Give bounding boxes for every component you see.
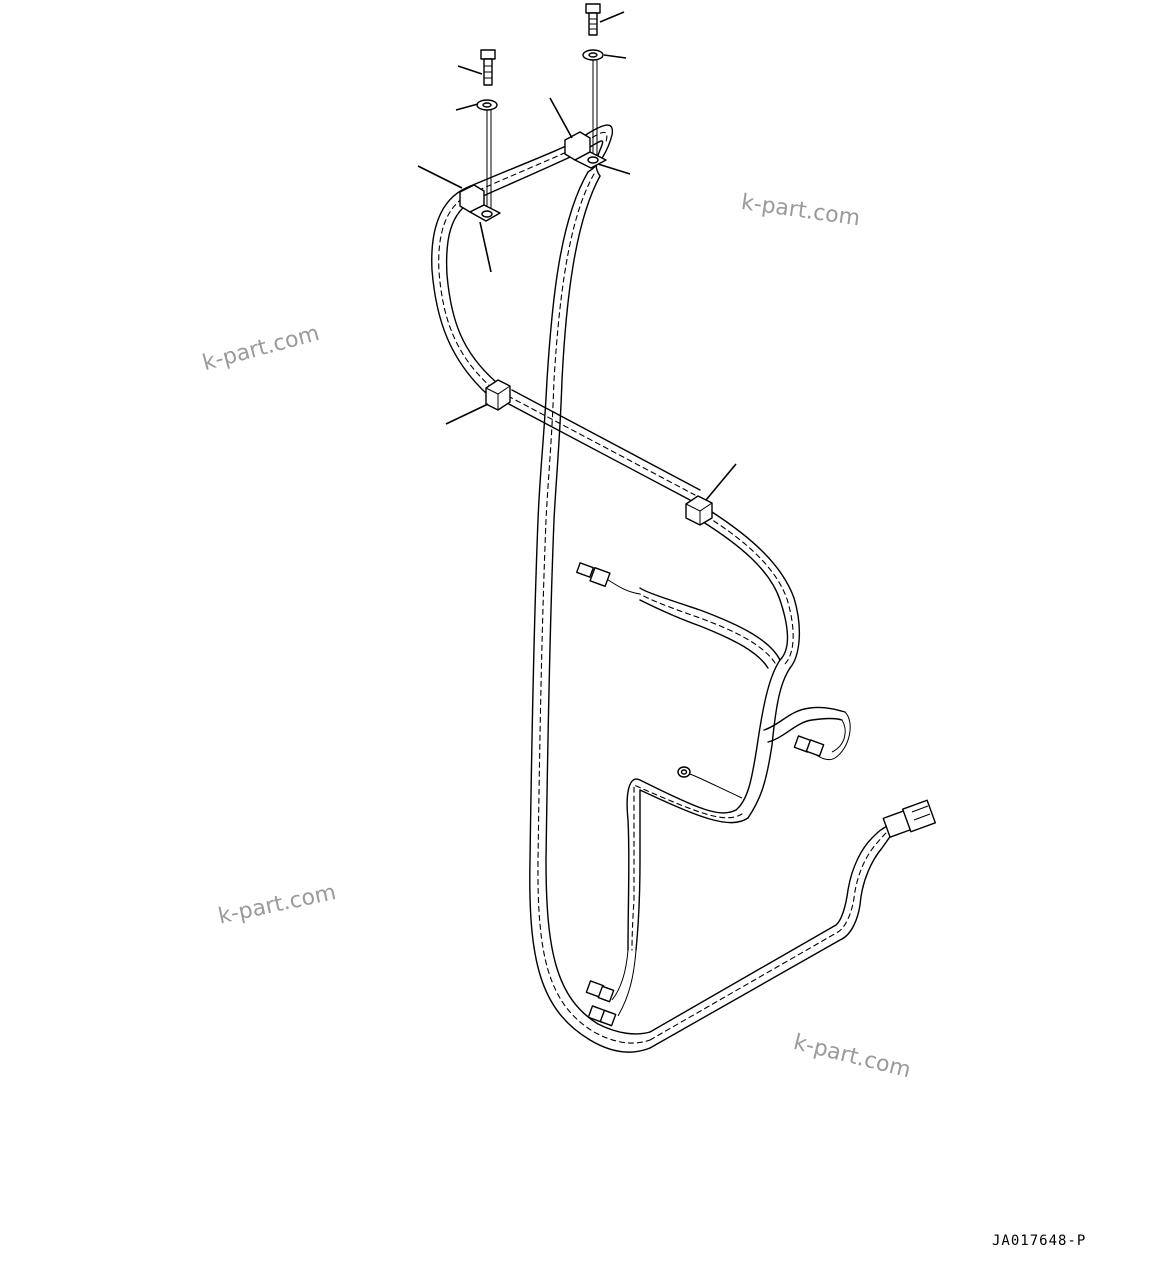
upper-loop-harness bbox=[431, 124, 614, 396]
connector-right bbox=[882, 799, 937, 838]
bolt-left bbox=[476, 49, 498, 210]
main-harness bbox=[529, 171, 651, 1053]
branch-harness bbox=[604, 577, 791, 1017]
bottom-harness bbox=[649, 824, 897, 1049]
ring-terminal bbox=[677, 766, 743, 799]
connector-bottom bbox=[585, 980, 617, 1027]
clamp-top-left bbox=[459, 184, 501, 222]
diagonal-harness bbox=[504, 389, 801, 669]
side-branch bbox=[763, 706, 851, 761]
clamp-middle-right bbox=[685, 495, 713, 526]
clamp-middle-left bbox=[485, 379, 511, 411]
connector-side bbox=[793, 735, 825, 757]
connector-upper bbox=[576, 562, 611, 588]
leader-lines bbox=[417, 11, 737, 501]
bolt-right bbox=[582, 3, 604, 160]
clamp-top-right bbox=[564, 131, 607, 169]
drawing-reference-code: JA017648-P bbox=[992, 1233, 1087, 1249]
